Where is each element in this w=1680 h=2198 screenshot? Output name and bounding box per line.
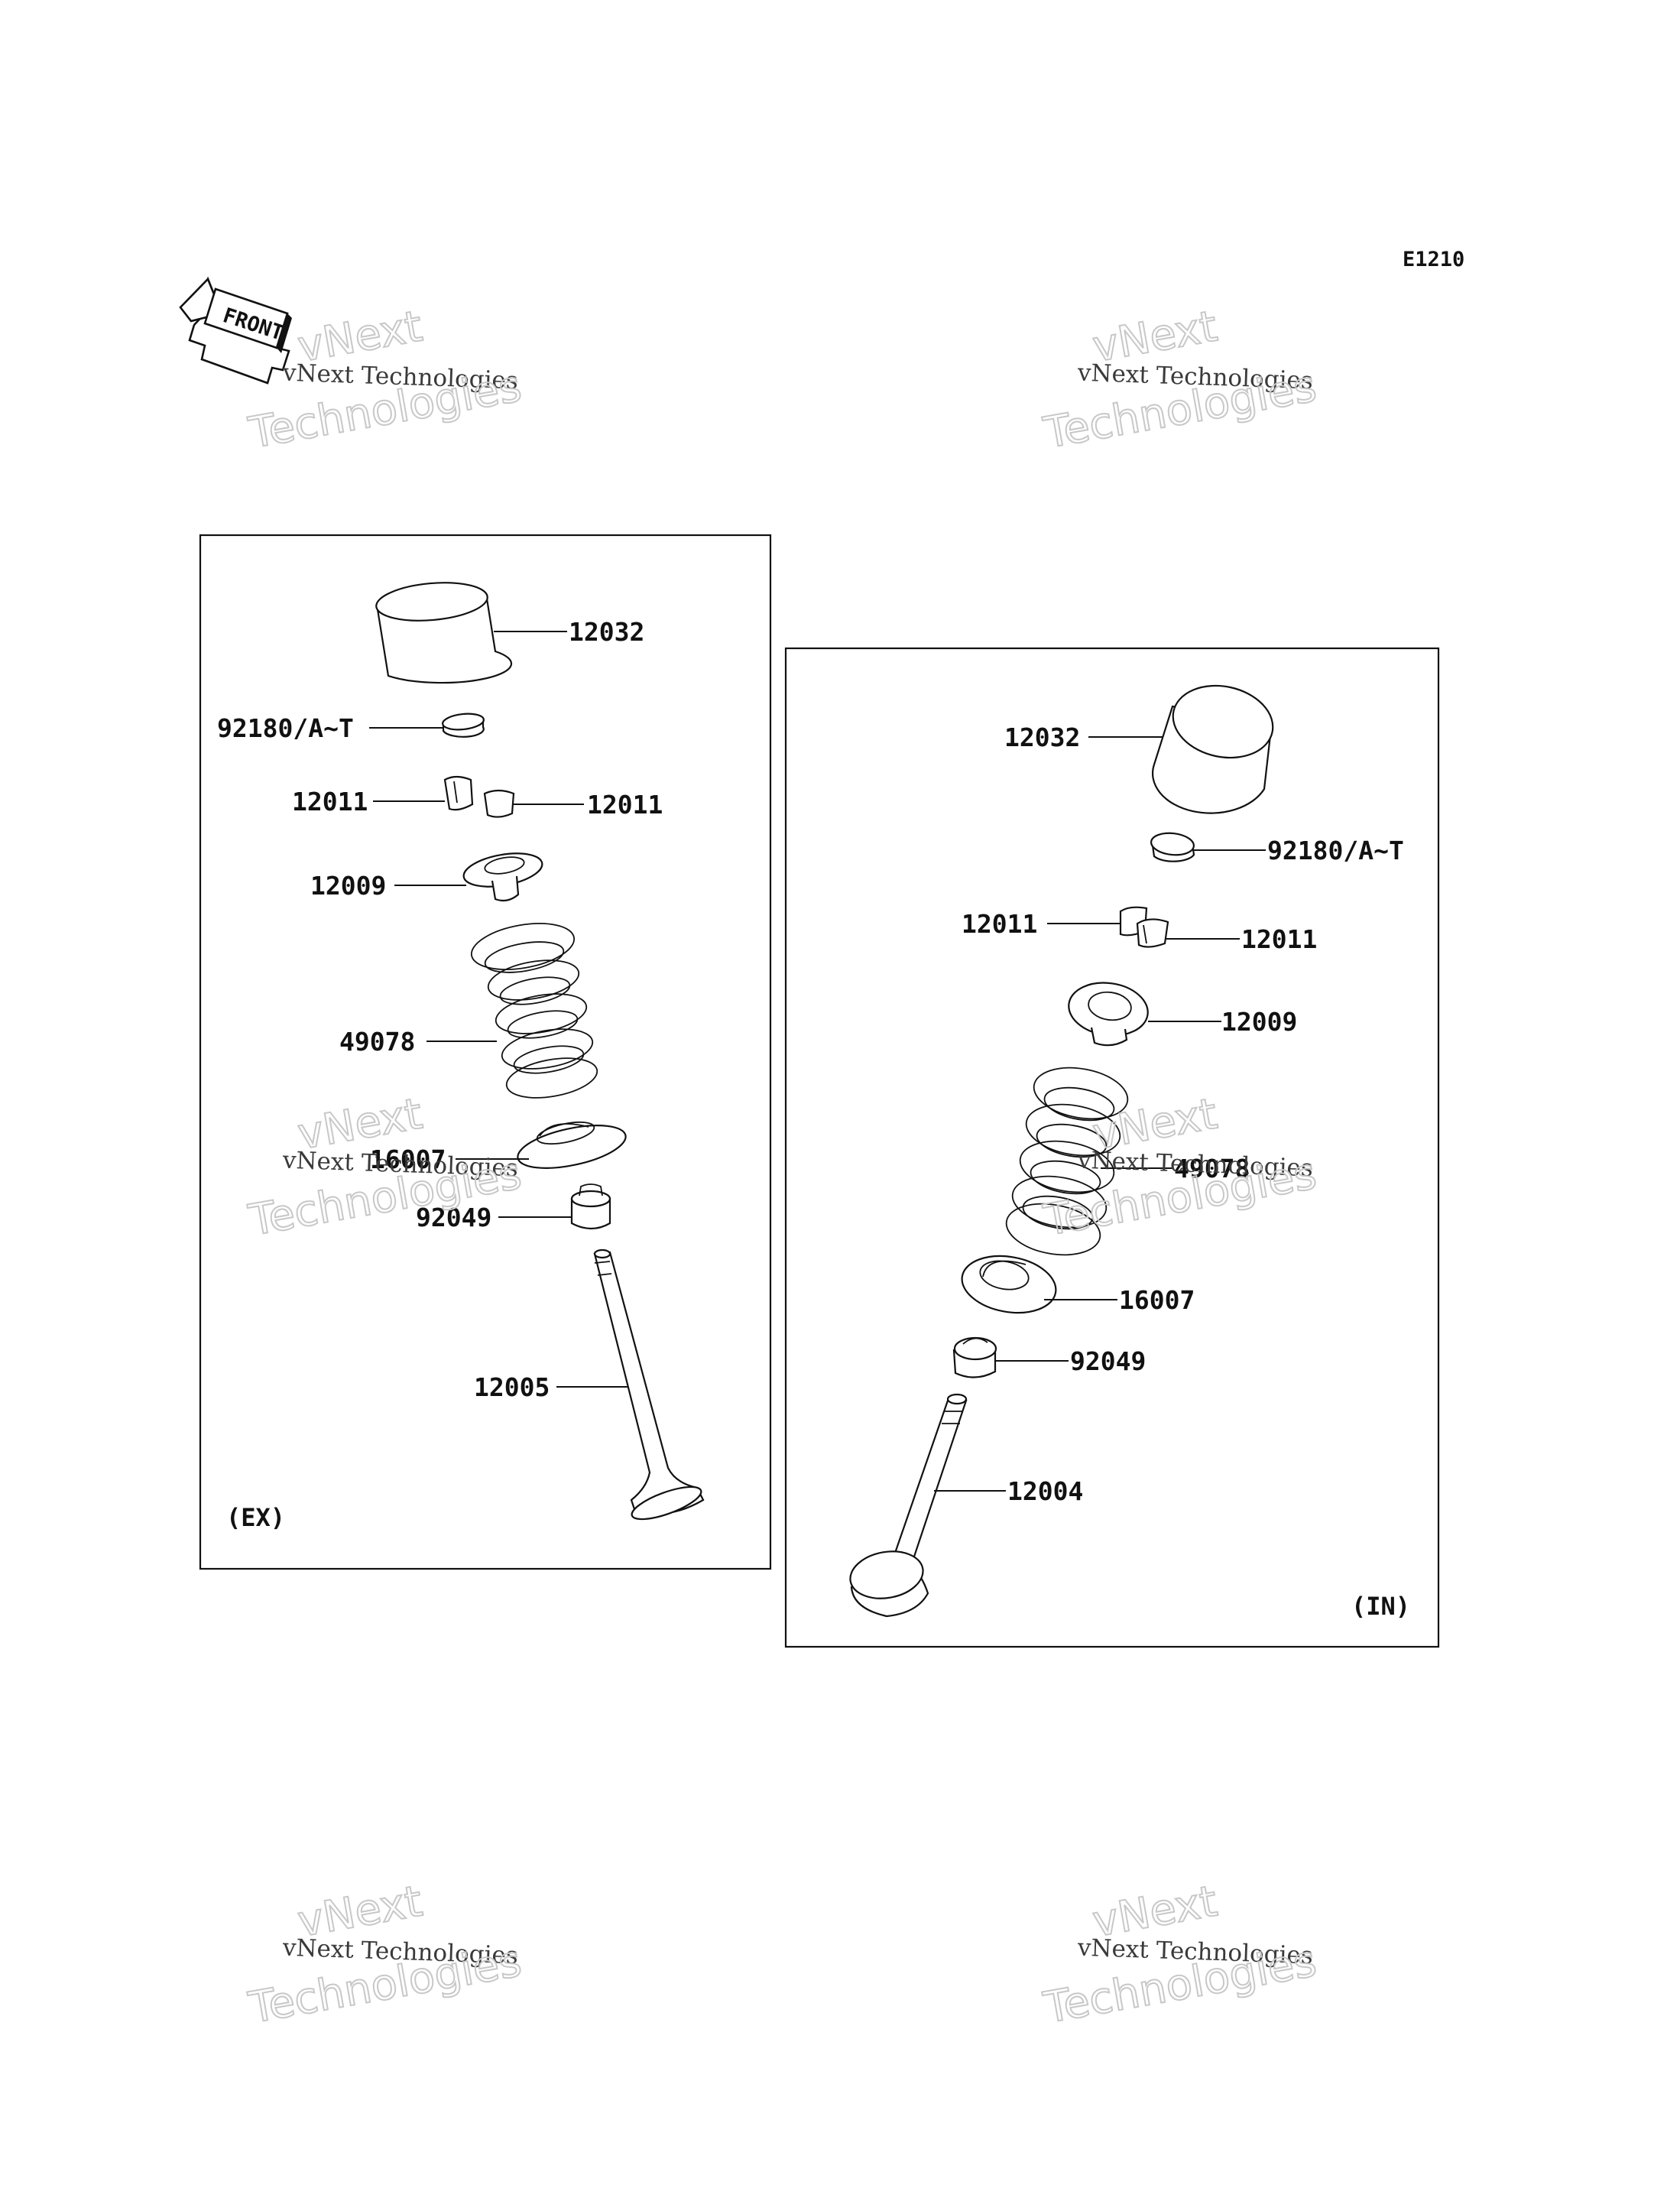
exhaust-valve <box>593 1248 705 1521</box>
intake-valve-spring <box>1005 1067 1129 1256</box>
watermark-bottom-left: vNext vNext Technologies Technologies <box>244 1875 526 2034</box>
diagram-code: E1210 <box>1403 248 1464 271</box>
intake-spring-retainer <box>1068 982 1149 1047</box>
exhaust-cotter-right <box>483 789 515 818</box>
intake-valve-label: 12004 <box>1007 1476 1083 1506</box>
intake-panel-tag: (IN) <box>1351 1592 1410 1621</box>
intake-valve <box>849 1393 968 1618</box>
intake-shim-label: 92180/A~T <box>1267 836 1404 865</box>
exhaust-panel-tag: (EX) <box>226 1503 285 1532</box>
watermark-bottom-right: vNext vNext Technologies Technologies <box>1039 1875 1321 2034</box>
intake-stem-seal-label: 92049 <box>1070 1346 1146 1376</box>
intake-shim <box>1150 832 1195 862</box>
exhaust-valve-panel: 12032 92180/A~T 12011 12011 12009 <box>199 534 772 1570</box>
exhaust-retainer-label: 12009 <box>310 871 386 901</box>
intake-valve-panel: 12032 92180/A~T 12011 12011 12009 <box>784 647 1440 1648</box>
exhaust-spring-label: 49078 <box>339 1027 415 1057</box>
front-direction-arrow-icon: FRONT <box>179 276 292 385</box>
exhaust-stem-seal-label: 92049 <box>416 1203 491 1232</box>
exhaust-tappet-label: 12032 <box>569 617 644 647</box>
exhaust-spring-seat <box>517 1121 627 1169</box>
exhaust-shim <box>442 713 485 738</box>
intake-stem-seal <box>952 1336 997 1378</box>
intake-cotter-left-label: 12011 <box>962 909 1037 939</box>
exhaust-stem-seal <box>570 1183 611 1230</box>
intake-tappet-label: 12032 <box>1004 722 1080 752</box>
intake-retainer-label: 12009 <box>1221 1007 1297 1037</box>
exhaust-shim-label: 92180/A~T <box>217 713 354 743</box>
intake-cotter-right <box>1136 918 1169 948</box>
exhaust-valve-label: 12005 <box>474 1372 550 1402</box>
intake-spring-seat-label: 16007 <box>1119 1285 1195 1315</box>
watermark-middle-right: vNext vNext Technologies Technologies <box>1039 1088 1321 1246</box>
exhaust-tappet <box>375 582 513 684</box>
intake-panel-frame <box>784 647 1440 1648</box>
exhaust-cotter-left <box>443 775 474 811</box>
watermark-top-right: vNext vNext Technologies Technologies <box>1039 300 1321 459</box>
intake-tappet <box>1152 684 1274 814</box>
exhaust-spring-retainer <box>462 852 543 902</box>
exhaust-valve-spring <box>470 923 598 1099</box>
intake-spring-seat <box>961 1255 1057 1314</box>
intake-cotter-right-label: 12011 <box>1241 924 1317 954</box>
intake-spring-label: 49078 <box>1174 1154 1250 1183</box>
exhaust-cotter-left-label: 12011 <box>292 787 368 817</box>
exhaust-panel-frame <box>199 534 772 1570</box>
exhaust-spring-seat-label: 16007 <box>370 1144 446 1174</box>
exhaust-cotter-right-label: 12011 <box>587 790 663 820</box>
